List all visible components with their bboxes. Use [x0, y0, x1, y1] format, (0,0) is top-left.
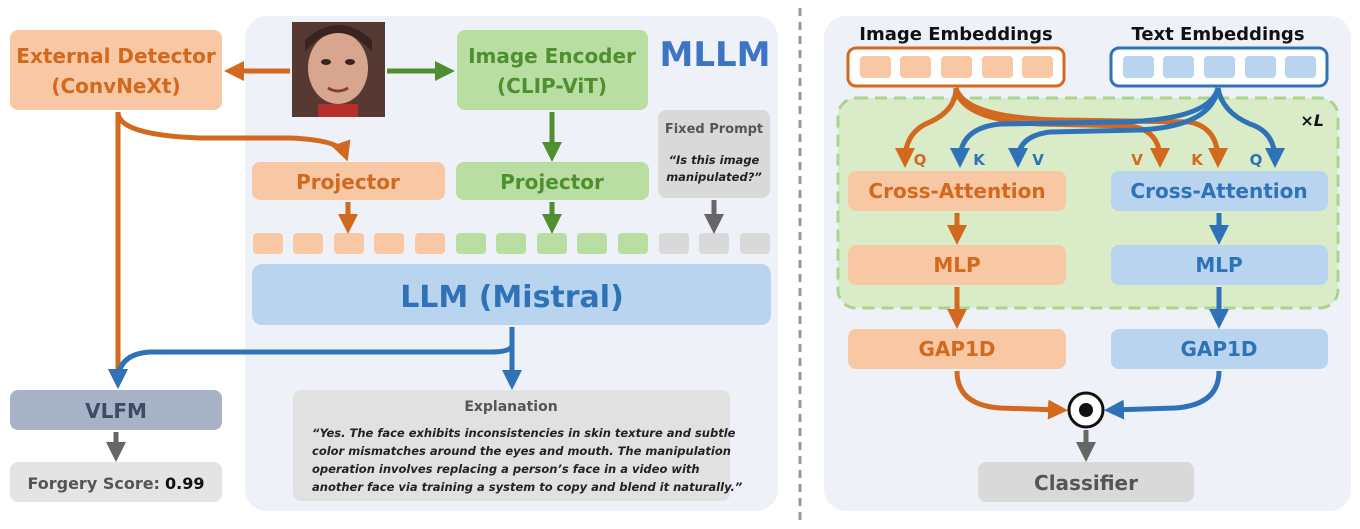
image-embedding-token [941, 56, 972, 78]
cross-attention-right-label: Cross-Attention [1130, 179, 1307, 203]
llm-box [252, 264, 771, 325]
gap-left-label: GAP1D [918, 337, 995, 361]
mlp-left-label: MLP [933, 253, 980, 277]
qkv-left-k: K [973, 151, 986, 169]
fixed-prompt-line1: “Is this image [669, 153, 760, 167]
projector-detector-box [252, 162, 445, 200]
mlp-right-box [1111, 245, 1328, 285]
token-row [253, 233, 770, 254]
classifier-box [978, 462, 1194, 502]
token-green [618, 233, 648, 254]
forgery-score-text: Forgery Score: 0.99 [27, 474, 204, 493]
mlp-left-box [848, 245, 1066, 285]
forgery-score-label: Forgery Score: [27, 474, 160, 493]
cross-attention-right-box [1111, 171, 1328, 211]
token-orange [415, 233, 445, 254]
forgery-score-value: 0.99 [165, 474, 204, 493]
vlfm-label: VLFM [85, 399, 147, 423]
fixed-prompt-title: Fixed Prompt [665, 122, 763, 137]
text-embedding-token [1123, 56, 1154, 78]
token-green [537, 233, 567, 254]
token-gray [659, 233, 689, 254]
forgery-score-box [10, 462, 222, 502]
mllm-panel [245, 16, 778, 511]
external-detector-line1: External Detector [16, 44, 216, 68]
image-embedding-token [900, 56, 931, 78]
fixed-prompt-line2: manipulated?” [666, 170, 762, 184]
image-encoder-line1: Image Encoder [468, 44, 636, 68]
explanation-title: Explanation [464, 399, 557, 415]
text-embedding-token [1163, 56, 1194, 78]
image-encoder-box [457, 30, 648, 110]
right-arrows [895, 87, 1285, 462]
qkv-right-q: Q [1250, 151, 1263, 169]
token-orange [334, 233, 364, 254]
arrow-text-emb-to-v-left [1008, 87, 1221, 168]
gap-left-box [848, 329, 1066, 369]
qkv-left-q: Q [914, 151, 927, 169]
token-orange [253, 233, 283, 254]
layers-label: ×L [1300, 111, 1324, 130]
llm-label: LLM (Mistral) [400, 280, 624, 315]
explanation-line: color mismatches around the eyes and mou… [312, 444, 731, 458]
gap-right-box [1111, 329, 1328, 369]
arrow-gap-left-to-fusion [954, 370, 1068, 420]
explanation-line: operation involves replacing a person’s … [312, 462, 700, 476]
token-gray [699, 233, 729, 254]
arrow-detector-to-projector [115, 111, 351, 162]
left-arrows [106, 61, 724, 462]
token-green [577, 233, 607, 254]
token-orange [374, 233, 404, 254]
qkv-right-k: K [1191, 151, 1204, 169]
vlfm-box [10, 390, 222, 430]
cross-attention-left-box [848, 171, 1066, 211]
classifier-label: Classifier [1034, 471, 1138, 495]
arrow-gap-right-to-fusion [1104, 370, 1222, 420]
image-embedding-token [1022, 56, 1053, 78]
arrow-text-emb-to-q-right [1215, 87, 1285, 168]
explanation-line: “Yes. The face exhibits inconsistencies … [312, 426, 736, 440]
fixed-prompt-box [658, 110, 770, 198]
cross-attention-left-label: Cross-Attention [868, 179, 1045, 203]
external-detector-box [10, 30, 222, 110]
projector-encoder-box [456, 162, 649, 200]
input-face-image [292, 22, 385, 117]
arrow-image-emb-to-q [895, 87, 959, 168]
arrow-text-emb-to-k-left [950, 87, 1221, 168]
token-green [456, 233, 486, 254]
text-embedding-token [1204, 56, 1235, 78]
arrow-image-emb-to-k-right [953, 87, 1228, 168]
image-embeddings-title: Image Embeddings [859, 24, 1052, 45]
image-embedding-token [860, 56, 891, 78]
token-orange [293, 233, 323, 254]
text-embedding-token [1285, 56, 1316, 78]
explanation-box [293, 390, 730, 501]
image-embedding-token [982, 56, 1013, 78]
token-green [496, 233, 526, 254]
text-embeddings-title: Text Embeddings [1131, 24, 1304, 45]
image-encoder-line2: (CLIP-ViT) [497, 74, 607, 98]
external-detector-line2: (ConvNeXt) [51, 74, 180, 98]
text-embedding-token [1245, 56, 1276, 78]
hadamard-product-icon [1067, 391, 1105, 429]
mlp-right-label: MLP [1195, 253, 1242, 277]
token-gray [740, 233, 770, 254]
mllm-label: MLLM [660, 35, 771, 75]
qkv-left-v: V [1032, 151, 1044, 169]
gap-right-label: GAP1D [1180, 337, 1257, 361]
explanation-line: another face via training a system to co… [312, 480, 743, 494]
projector-detector-label: Projector [296, 170, 400, 194]
projector-encoder-label: Projector [500, 170, 604, 194]
qkv-right-v: V [1131, 151, 1143, 169]
